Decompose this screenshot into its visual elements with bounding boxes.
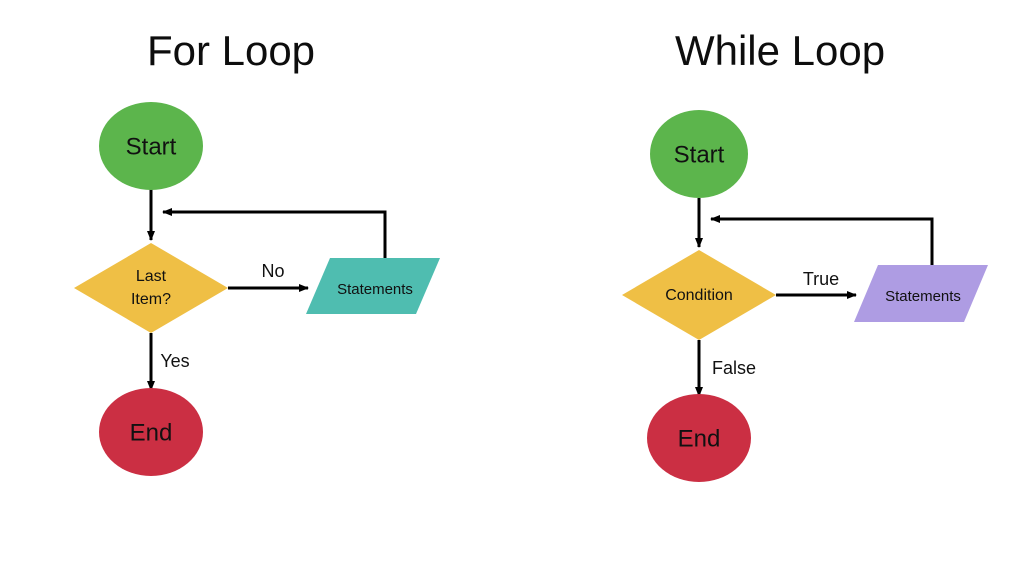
for-loop-node-end[interactable]: End — [99, 388, 203, 476]
diagram-for-loop: For Loop No Yes Start — [74, 27, 440, 476]
for-loop-start-label: Start — [126, 133, 177, 160]
while-loop-end-label: End — [678, 425, 721, 452]
while-loop-statements-label: Statements — [885, 288, 961, 305]
for-loop-decision-shape — [74, 243, 228, 333]
for-loop-end-shape — [99, 388, 203, 476]
while-loop-node-end[interactable]: End — [647, 394, 751, 482]
while-loop-statements-shape — [854, 265, 988, 322]
arrow-loopback-to-decision — [162, 208, 387, 258]
for-loop-start-shape — [99, 102, 203, 190]
for-loop-edge-label-yes: Yes — [160, 351, 189, 371]
for-loop-title: For Loop — [147, 27, 315, 74]
while-loop-start-label: Start — [674, 141, 725, 168]
for-loop-node-statements[interactable]: Statements — [306, 258, 440, 314]
arrow-loopback-to-decision — [710, 215, 934, 265]
diagram-while-loop: While Loop True False Start — [622, 27, 988, 482]
while-loop-decision-shape — [622, 250, 776, 340]
while-loop-edge-label-true: True — [803, 269, 839, 289]
while-loop-edge-decision-to-statements: True — [776, 269, 857, 299]
for-loop-statements-label: Statements — [337, 281, 413, 298]
for-loop-edge-loopback — [162, 208, 387, 258]
while-loop-decision-label-line1: Condition — [665, 287, 733, 304]
while-loop-edge-decision-to-end: False — [695, 340, 756, 397]
for-loop-statements-shape — [306, 258, 440, 314]
for-loop-node-start[interactable]: Start — [99, 102, 203, 190]
while-loop-end-shape — [647, 394, 751, 482]
for-loop-edge-label-no: No — [261, 261, 284, 281]
while-loop-edge-loopback — [710, 215, 934, 265]
for-loop-decision-label-line1: Last — [136, 268, 167, 285]
while-loop-edge-label-false: False — [712, 358, 756, 378]
for-loop-edge-decision-to-end: Yes — [147, 333, 190, 391]
for-loop-end-label: End — [130, 419, 173, 446]
for-loop-edge-decision-to-statements: No — [228, 261, 309, 292]
while-loop-title: While Loop — [675, 27, 885, 74]
while-loop-start-shape — [650, 110, 748, 198]
while-loop-node-start[interactable]: Start — [650, 110, 748, 198]
while-loop-node-decision[interactable]: Condition — [622, 250, 776, 340]
for-loop-decision-label-line2: Item? — [131, 291, 171, 308]
while-loop-node-statements[interactable]: Statements — [854, 265, 988, 322]
for-loop-node-decision[interactable]: Last Item? — [74, 243, 228, 333]
